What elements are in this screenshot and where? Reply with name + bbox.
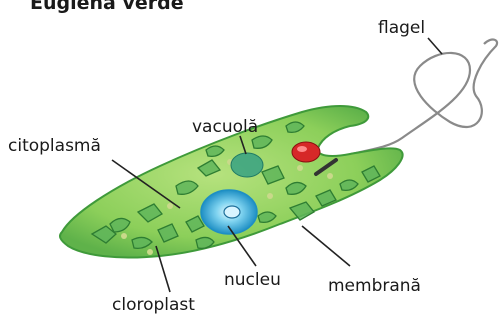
label-flagel: flagel [378, 18, 425, 38]
label-cloroplast: cloroplast [112, 295, 195, 315]
nucleolus [224, 206, 240, 218]
flagellum [330, 40, 497, 160]
label-membrana: membrană [328, 276, 421, 296]
label-vacuola: vacuolă [192, 117, 258, 137]
label-nucleu: nucleu [224, 270, 281, 290]
pointer-membrana [302, 226, 350, 266]
eyespot [292, 142, 320, 162]
pointer-flagel [428, 38, 442, 54]
label-citoplasma: citoplasmă [8, 136, 101, 156]
vacuole [231, 153, 263, 177]
eyespot-highlight [297, 146, 307, 152]
